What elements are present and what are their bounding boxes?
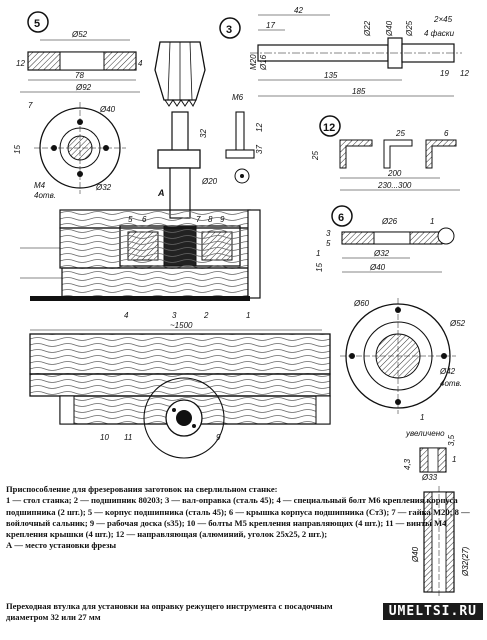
cover-1b: 1 [316,249,320,258]
caption-body: 1 — стол станка; 2 — подшипник 80203; 3 … [6,495,478,540]
callout-6-label: 6 [338,212,344,224]
assembly-label-8: 8 [208,215,213,224]
machine-table: ~1500 10 11 9 [29,321,331,459]
cover-d32: Ø32 [373,249,390,258]
flange-holes: 4отв. [34,191,56,200]
part6-cover: 6 Ø26 1 5 3 1 15 Ø32 Ø40 [315,205,455,273]
flange-7: 7 [28,101,33,110]
part5-d52: Ø52 [71,30,88,39]
table-label-9: 9 [216,433,221,442]
part3-d25: Ø25 [405,20,414,37]
part5-h12: 12 [16,59,25,68]
part5-w78: 78 [75,71,84,80]
part5-d92: Ø92 [75,83,92,92]
cover-3: 3 [326,229,331,238]
flange-top-view: Ø40 Ø32 15 7 M4 4отв. [13,101,126,200]
part3-l12: 12 [460,69,469,78]
technical-drawing: 5 Ø52 78 Ø92 12 4 3 42 17 M20 Ø16 Ø22 Ø4… [13,6,469,482]
assembly-label-9: 9 [220,215,225,224]
cover-d26: Ø26 [381,217,398,226]
callout-12-label: 12 [323,122,335,134]
sleeve-3-5: 3,5 [447,434,456,446]
callout-3-label: 3 [226,24,232,36]
part3-l135: 135 [324,71,338,80]
part5-bearing-housing: 5 Ø52 78 Ø92 12 4 [16,11,143,93]
table-length: ~1500 [170,321,193,330]
sleeve-section: Ø40 Ø32(27) [411,486,470,598]
site-watermark: UMELTSI.RU [382,603,483,620]
part3-d22: Ø22 [363,20,372,37]
callout-5-label: 5 [34,18,40,30]
cover-d40: Ø40 [369,263,386,272]
part3-chamfer: 2×45 [433,15,453,24]
part3-d17: 17 [266,21,275,30]
special-bolt-m6: M6 32 12 37 Ø20 [199,93,264,186]
caption-title: Приспособление для фрезерования заготово… [6,484,278,494]
caption-parts-list: 1 — стол станка; 2 — подшипник 80203; 3 … [6,495,470,540]
guide-25b: 25 [311,151,320,161]
part12-guide: 12 25 6 25 200 230...300 [311,115,460,191]
flange-m4: M4 [34,181,46,190]
cover-1: 1 [430,217,434,226]
ring-d60: Ø60 [353,299,370,308]
callout-circle-6 [331,205,353,227]
bolt-m6: M6 [232,93,244,102]
assembly-label-5: 5 [128,215,133,224]
assembly-label-3: 3 [172,311,177,320]
bolt-37: 37 [255,145,264,154]
flange-d40: Ø40 [99,105,116,114]
sleeve-d33: Ø33 [421,473,438,482]
ring-d52: Ø52 [449,319,466,328]
assembly-label-1: 1 [246,311,250,320]
sleeve-4-3: 4,3 [403,458,412,470]
sleeve-caption: Переходная втулка для установки на оправ… [6,601,333,623]
assembly-label-6: 6 [142,215,147,224]
milling-cutter [154,41,206,107]
part3-shaft: 3 42 17 M20 Ø16 Ø22 Ø40 Ø25 2×45 4 фаски… [219,6,469,97]
table-label-10: 10 [100,433,109,442]
part3-d40: Ø40 [385,20,394,37]
assembly-label-A: A [157,188,165,198]
ring-holes: 4отв. [440,379,462,388]
flange-15: 15 [13,145,22,154]
guide-200: 200 [387,169,402,178]
caption-note: А — место установки фрезы [6,540,117,551]
bolt-d20: Ø20 [201,177,218,186]
sleeve-detail: 3,5 4,3 1 Ø33 [403,434,456,482]
ring-zoom: увеличено [405,429,445,438]
part3-l185: 185 [352,87,366,96]
central-assembly: A 5 6 7 8 9 4 3 2 1 [20,111,261,320]
assembly-label-4: 4 [124,311,129,320]
bolt-32: 32 [199,129,208,138]
guide-230: 230...300 [377,181,412,190]
callout-circle-5 [27,11,49,33]
assembly-label-7: 7 [196,215,201,224]
part3-fases: 4 фаски [424,29,455,38]
sleeve-d40: Ø40 [411,546,420,563]
part3-m20: M20 [249,54,258,70]
callout-circle-3 [219,17,241,39]
callout-circle-12 [319,115,341,137]
cover-15: 15 [315,263,324,272]
part3-l19: 19 [440,69,449,78]
ring-1: 1 [420,413,424,422]
sleeve-1: 1 [452,455,456,464]
flange-d32: Ø32 [95,183,112,192]
part3-d42: 42 [294,6,303,15]
sleeve-d32: Ø32(27) [461,546,470,577]
part5-w4: 4 [138,59,143,68]
adapter-ring: Ø60 Ø52 Ø42 4отв. 1 увеличено [340,298,466,438]
guide-25a: 25 [395,129,405,138]
part3-d16: Ø16 [259,54,268,71]
table-label-11: 11 [124,433,132,442]
bolt-12: 12 [255,123,264,132]
cover-5: 5 [326,239,331,248]
ring-d42: Ø42 [439,367,456,376]
guide-6: 6 [444,129,449,138]
assembly-label-2: 2 [203,311,209,320]
figure-caption: Приспособление для фрезерования заготово… [6,484,478,552]
